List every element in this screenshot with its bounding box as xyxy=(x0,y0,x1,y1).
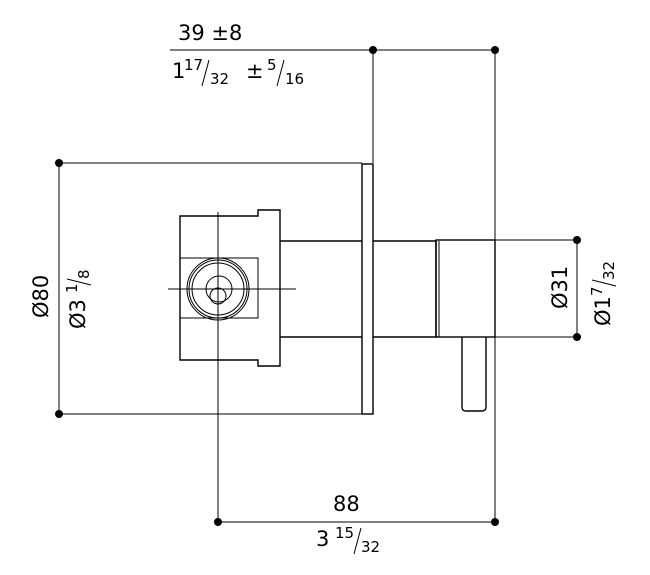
rear-body-outline xyxy=(179,209,281,367)
bottom-imperial-label: 3 15 32 xyxy=(316,524,380,556)
bottom-dimension xyxy=(214,518,499,526)
bottom-metric-label: 88 xyxy=(333,492,360,516)
right-dimension xyxy=(495,236,581,341)
bottom-imperial-numerator: 15 xyxy=(335,524,354,542)
top-imperial-tol-fraction-bar xyxy=(276,59,285,87)
right-dimension-point-top xyxy=(573,236,581,244)
top-dimension-point-right xyxy=(491,46,499,54)
top-dimension-point-left xyxy=(369,46,377,54)
bottom-imperial-fraction-bar xyxy=(353,527,362,555)
left-imperial-whole: Ø3 xyxy=(66,299,90,329)
right-imperial-label: Ø1 7 32 xyxy=(588,261,618,326)
top-imperial-fraction-bar xyxy=(201,59,210,87)
handle-lever xyxy=(461,337,487,412)
left-imperial-label: Ø3 1 8 xyxy=(63,269,93,329)
right-dimension-point-bottom xyxy=(573,333,581,341)
top-imperial-plusminus: ± xyxy=(246,59,264,83)
bottom-imperial-whole: 3 xyxy=(316,527,329,551)
left-dimension-point-top xyxy=(55,159,63,167)
top-imperial-tol-numerator: 5 xyxy=(267,56,277,74)
bottom-imperial-denominator: 32 xyxy=(361,538,380,556)
handle-knob xyxy=(435,239,496,338)
top-dimension xyxy=(170,46,499,522)
left-imperial-denominator: 8 xyxy=(75,269,93,279)
right-metric-label: Ø31 xyxy=(548,266,572,309)
top-metric-label: 39 ±8 xyxy=(178,21,242,45)
cover-plate xyxy=(361,163,374,415)
left-imperial-fraction-bar xyxy=(66,278,92,286)
bottom-dimension-point-right xyxy=(491,518,499,526)
left-dimension-point-bottom xyxy=(55,410,63,418)
top-imperial-denominator: 32 xyxy=(210,70,229,88)
left-dimension xyxy=(55,159,362,418)
left-imperial-numerator: 1 xyxy=(63,283,81,293)
right-imperial-denominator: 32 xyxy=(600,261,618,280)
right-imperial-numerator: 7 xyxy=(588,286,606,296)
top-imperial-tol-denominator: 16 xyxy=(285,70,304,88)
left-metric-label: Ø80 xyxy=(29,275,53,318)
right-imperial-fraction-bar xyxy=(591,279,617,287)
top-imperial-numerator: 17 xyxy=(184,56,203,74)
top-imperial-label: 1 17 32 ± 5 16 xyxy=(172,56,304,88)
right-imperial-whole: Ø1 xyxy=(591,296,615,326)
valve-body xyxy=(168,163,496,522)
front-sleeve xyxy=(373,240,437,338)
top-imperial-whole: 1 xyxy=(172,59,185,83)
